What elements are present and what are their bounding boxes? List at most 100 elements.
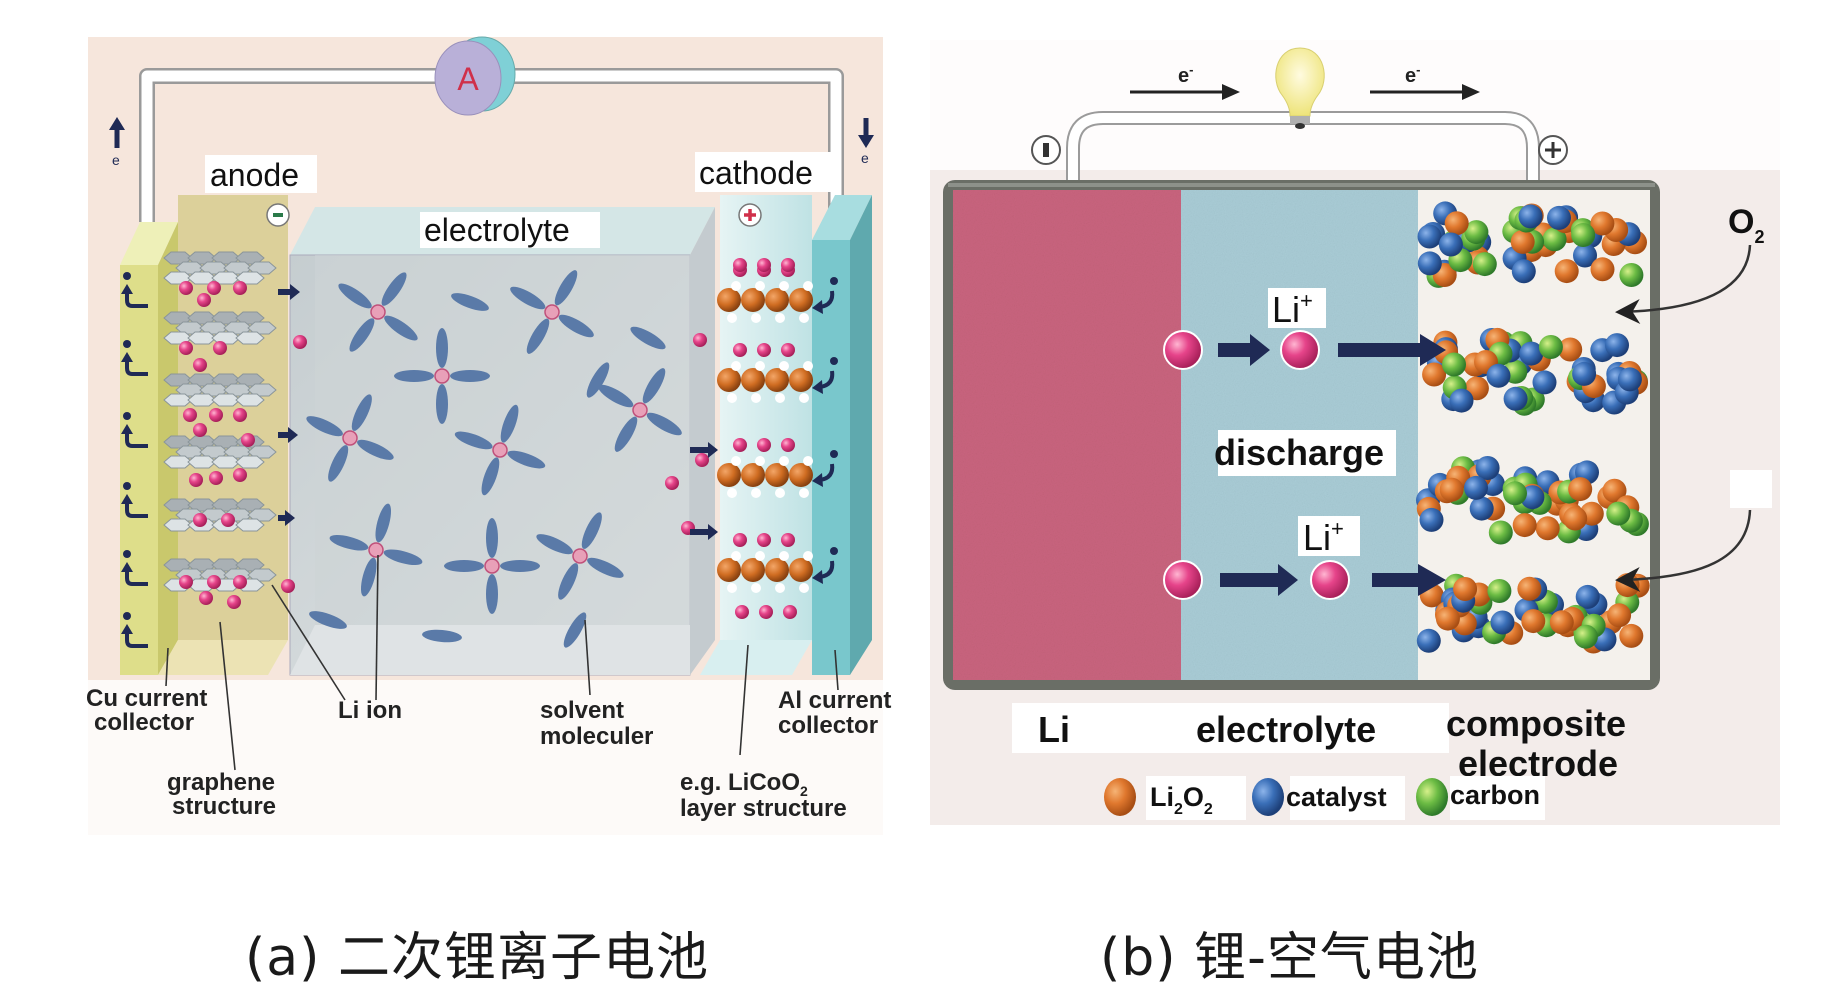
composite-particle xyxy=(1542,227,1567,252)
electron-arrow-down: e xyxy=(858,118,874,166)
solvated-li-ion xyxy=(342,430,358,446)
li-ion xyxy=(207,575,221,589)
composite-particle xyxy=(1503,386,1528,411)
solvent-molecule xyxy=(360,557,377,597)
cobalt-atom xyxy=(717,288,741,312)
li-ion xyxy=(193,423,207,437)
discharge-label: discharge xyxy=(1214,432,1384,473)
composite-particle xyxy=(1535,516,1560,541)
electron-flow-arrow-left: e- xyxy=(1130,62,1240,100)
electron-arrowhead xyxy=(121,624,133,634)
oxygen-atom xyxy=(803,551,813,561)
oxygen-atom xyxy=(727,313,737,323)
panel-b-lithium-air-battery: e- e- Li+ xyxy=(930,40,1780,825)
solvent-molecule xyxy=(394,370,434,382)
oxygen-atom xyxy=(755,456,765,466)
electron-dot xyxy=(830,357,838,365)
li-ion xyxy=(733,343,747,357)
composite-particle xyxy=(1453,577,1478,601)
legend-swatch-li2o2 xyxy=(1104,778,1136,816)
solvent-molecule xyxy=(526,318,550,354)
solvent-molecule xyxy=(507,450,546,469)
li-ion xyxy=(733,258,747,272)
al-collector-label: Al current xyxy=(778,687,891,714)
li-ion xyxy=(221,513,235,527)
cobalt-atom xyxy=(741,558,765,582)
li-ion xyxy=(281,579,295,593)
li-ion xyxy=(695,453,709,467)
oxygen-atom xyxy=(751,313,761,323)
composite-particle xyxy=(1417,224,1442,249)
solvent-molecule xyxy=(646,412,682,436)
li-ion xyxy=(757,343,771,357)
solvent-molecule xyxy=(486,518,498,558)
anode-li-ions xyxy=(179,281,255,609)
oxygen-atom xyxy=(731,281,741,291)
li-ion xyxy=(233,408,247,422)
composite-particle xyxy=(1517,576,1542,601)
oxygen-atom xyxy=(775,488,785,498)
cobalt-atom xyxy=(717,368,741,392)
solvated-li-ion xyxy=(368,542,384,558)
solvent-molecule xyxy=(642,368,666,404)
li-metal-region xyxy=(953,190,1181,680)
composite-particle xyxy=(1521,609,1546,634)
li-ion xyxy=(179,281,193,295)
legend-label-carbon: carbon xyxy=(1450,780,1540,810)
li-ion xyxy=(233,575,247,589)
solvated-li-ion xyxy=(544,304,560,320)
electron-dot xyxy=(123,272,131,280)
solvent-molecule xyxy=(587,557,624,578)
solvent-molecule xyxy=(581,512,602,549)
ion-arrow xyxy=(690,442,718,458)
li-ion xyxy=(179,341,193,355)
composite-particle xyxy=(1575,584,1600,609)
cobalt-atom xyxy=(789,558,813,582)
cobalt-atom xyxy=(765,288,789,312)
li-ion xyxy=(207,281,221,295)
solvent-molecule xyxy=(450,370,490,382)
cu-collector-label-2: collector xyxy=(94,709,194,736)
li-ion xyxy=(783,605,797,619)
electron-dot xyxy=(123,412,131,420)
electron-arrowhead xyxy=(121,284,133,294)
oxygen-atom xyxy=(779,456,789,466)
solvent-molecule xyxy=(436,328,448,368)
composite-particle xyxy=(1573,624,1598,649)
composite-particle xyxy=(1547,205,1571,230)
oxygen-atom xyxy=(731,361,741,371)
oxygen-atom xyxy=(779,361,789,371)
solvated-li-ion xyxy=(572,548,588,564)
licoo2-label-2: layer structure xyxy=(680,795,847,822)
composite-particle xyxy=(1486,363,1511,388)
composite-particle xyxy=(1571,223,1596,247)
solvated-li-ion xyxy=(484,558,500,574)
electron-arrow xyxy=(125,432,148,448)
composite-particle xyxy=(1606,501,1631,526)
oxygen-atom xyxy=(727,488,737,498)
composite-particle xyxy=(1416,628,1441,653)
svg-text:e-: e- xyxy=(1405,62,1420,87)
cobalt-atom xyxy=(765,463,789,487)
al-current-collector xyxy=(812,195,872,675)
li-ion-flow-lower: Li+ xyxy=(1163,516,1446,600)
cobalt-atom xyxy=(741,288,765,312)
legend: Li2O2 catalyst carbon xyxy=(1104,776,1545,820)
cobalt-atom xyxy=(789,463,813,487)
li-ion-flow-upper: Li+ xyxy=(1163,288,1446,370)
ammeter: A xyxy=(434,36,516,116)
solvated-li-ion xyxy=(492,442,508,458)
ion-arrow xyxy=(278,427,298,443)
oxygen-atom xyxy=(799,583,809,593)
li-ion xyxy=(781,343,795,357)
cobalt-atom xyxy=(717,463,741,487)
al-collector-label-2: collector xyxy=(778,712,878,739)
electron-arrow xyxy=(125,570,148,586)
li-ion xyxy=(241,433,255,447)
li-ion xyxy=(197,293,211,307)
oxygen-atom xyxy=(799,393,809,403)
cobalt-atom xyxy=(789,368,813,392)
li-ion xyxy=(227,595,241,609)
oxygen-atom xyxy=(755,551,765,561)
